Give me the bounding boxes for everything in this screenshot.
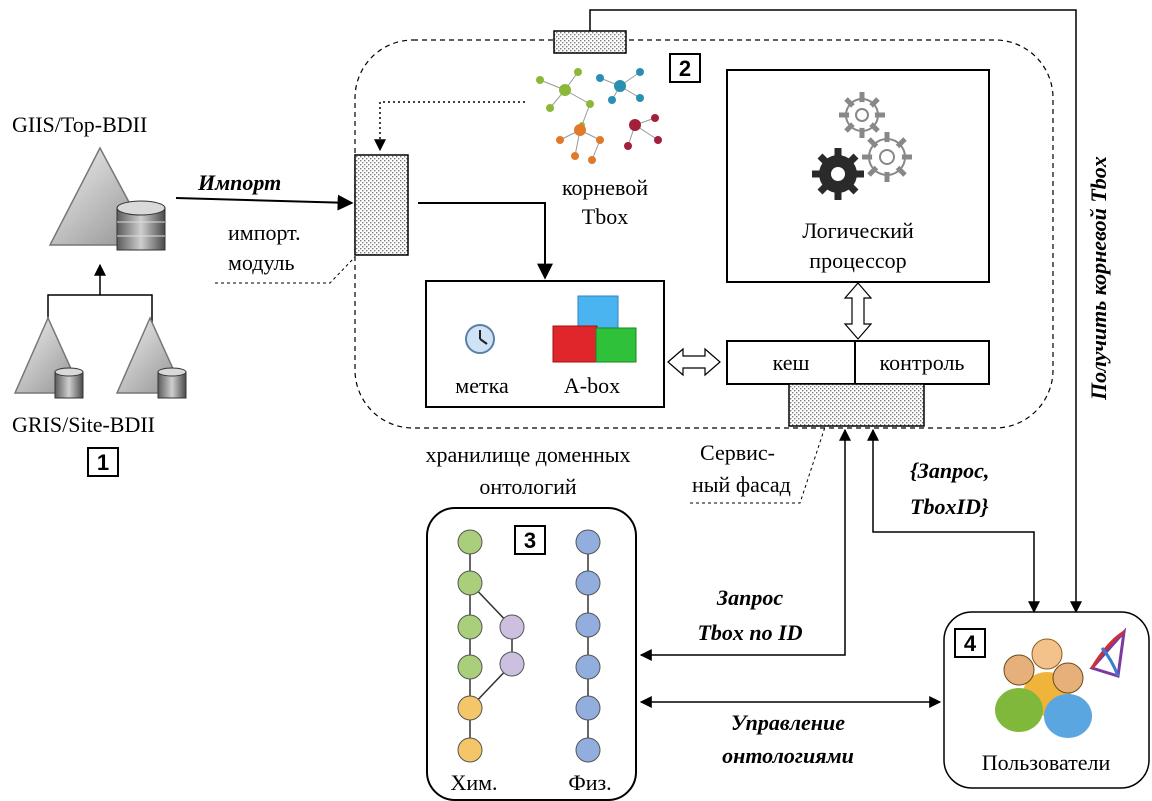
gris-site-bdii-label: GRIS/Site-BDII (12, 412, 155, 437)
core-service-container (354, 39, 1054, 429)
clock-icon (465, 324, 495, 354)
users-label: Пользователи (982, 750, 1111, 775)
import-module-label-line1: импорт. (228, 220, 301, 245)
get-root-tbox-arrow (589, 9, 1082, 614)
service-facade-label-line1: Сервис- (700, 440, 775, 465)
reasoner-label-line1: Логический (802, 218, 914, 243)
tag-label: метка (455, 373, 509, 398)
root-tbox-label-line2: Tbox (582, 204, 628, 229)
chem-label: Хим. (450, 770, 497, 795)
import-arrow (175, 194, 354, 211)
query-tbox-by-id-label-line2: Tbox по ID (697, 620, 802, 645)
import-module-label-line2: модуль (228, 250, 295, 275)
phys-ontology-tree (575, 529, 601, 763)
service-facade-label-line2: ный фасад (692, 472, 791, 497)
tbox-to-import-link (374, 101, 525, 152)
import-arrow-label: Импорт (197, 170, 281, 195)
control-label: контроль (880, 350, 965, 375)
gris-database-right-icon (157, 367, 187, 399)
badge-2 (669, 53, 701, 83)
get-root-tbox-label: Получить корневой Tbox (1086, 156, 1111, 401)
giis-database-icon (116, 200, 166, 251)
protege-logo-icon (1089, 627, 1127, 678)
root-tbox-label-line1: корневой (562, 175, 648, 200)
query-tboxid-arrow (867, 428, 1040, 614)
badge-2-number: 2 (679, 56, 691, 81)
import-module-box (354, 154, 409, 256)
gris-database-left-icon (54, 367, 84, 399)
storage-label-line2: онтологий (479, 474, 577, 499)
grid-info-services-group: GIIS/Top-BDII GRIS/Site-BDII 1 (12, 112, 187, 477)
abox-label: A-box (564, 373, 620, 398)
badge-1-number: 1 (97, 450, 109, 475)
storage-label-line1: хранилище доменных (425, 442, 630, 467)
service-facade-box (788, 383, 925, 427)
root-tbox-graph-icon (536, 68, 662, 164)
badge-3 (514, 525, 546, 555)
chem-ontology-tree (457, 529, 525, 763)
reasoner-cache-link (843, 282, 873, 340)
query-tbox-by-id-arrow (639, 428, 851, 661)
gris-tree-connector (47, 294, 153, 330)
query-tbox-by-id-label-line1: Запрос (716, 585, 783, 610)
badge-4 (954, 628, 986, 658)
ontology-management-label-line1: Управление (731, 710, 845, 735)
phys-label: Физ. (568, 770, 611, 795)
reasoner-label-line2: процессор (809, 248, 906, 273)
badge-3-number: 3 (524, 528, 536, 553)
gear-icon (812, 92, 912, 200)
cache-label: кеш (773, 350, 810, 375)
import-module-leader (215, 256, 356, 284)
root-tbox-endpoint (553, 30, 627, 54)
giis-top-bdii-label: GIIS/Top-BDII (12, 112, 147, 137)
import-to-abox-arrow (418, 202, 553, 280)
query-tboxid-label-line2: TboxID} (910, 494, 989, 519)
abox-cache-link (667, 347, 721, 377)
query-tboxid-label-line1: {Запрос, (910, 458, 989, 483)
users-icon (995, 638, 1092, 738)
badge-1 (87, 447, 119, 477)
ontology-management-label-line2: онтологиями (722, 743, 854, 768)
control-cell (854, 340, 990, 385)
badge-4-number: 4 (964, 631, 977, 656)
cubes-icon (552, 295, 637, 363)
